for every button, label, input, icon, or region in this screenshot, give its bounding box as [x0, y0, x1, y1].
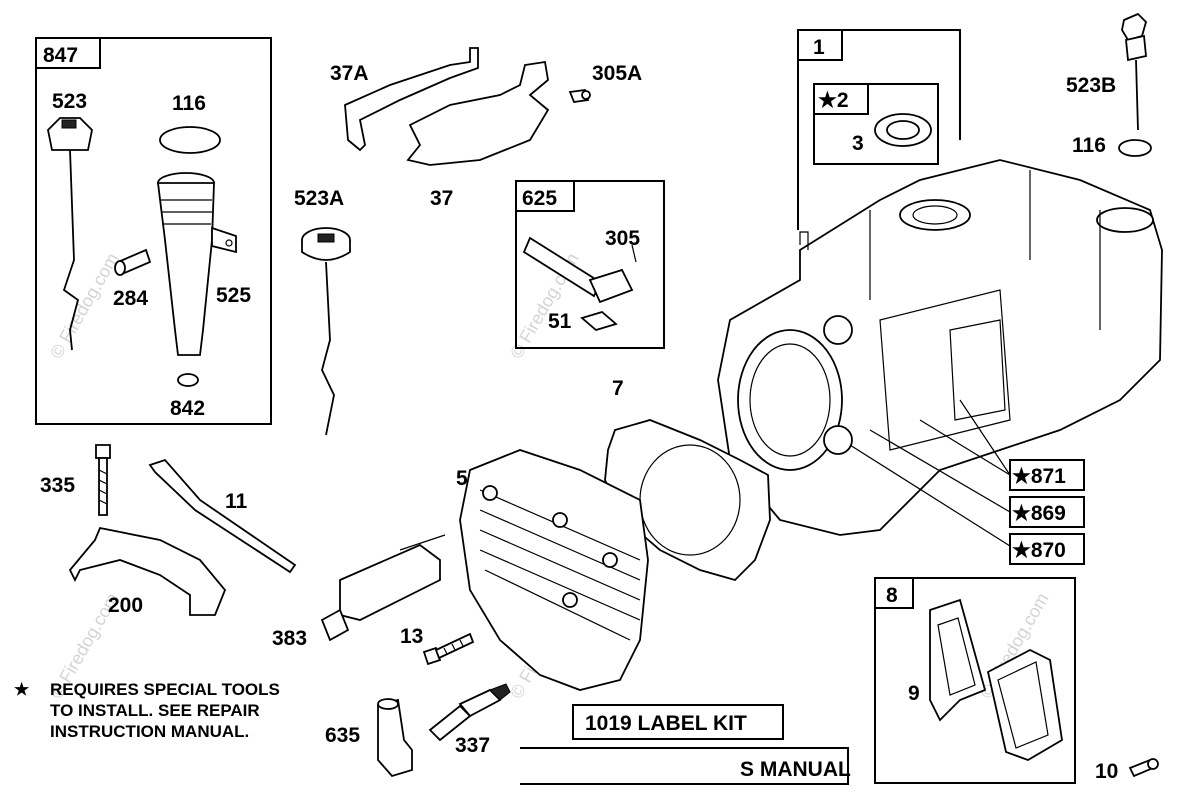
cylinder-head-5 — [459, 449, 649, 691]
part-label-871: ★871 — [1012, 465, 1066, 488]
part-label-625: 625 — [522, 187, 557, 210]
part-label-847: 847 — [43, 44, 78, 67]
kit-box-625-tag — [515, 180, 575, 212]
dipstick-523B — [1121, 12, 1148, 131]
note-line-3: INSTRUCTION MANUAL. — [50, 722, 249, 741]
kit-box-1-frame — [798, 29, 961, 140]
screw-10 — [1128, 758, 1159, 778]
gasket-51 — [580, 310, 618, 332]
kit-box-871 — [1009, 459, 1085, 491]
part-label-842: 842 — [170, 397, 205, 420]
cylinder-block — [717, 159, 1163, 536]
screw-284 — [114, 248, 152, 276]
dipstick-523 — [47, 117, 93, 351]
part-label-5: 5 — [456, 467, 468, 490]
bolt-335 — [95, 444, 111, 516]
o-ring-842 — [177, 373, 199, 387]
kit-box-869 — [1009, 496, 1085, 528]
part-label-200: 200 — [108, 594, 143, 617]
spark-plug-337 — [428, 683, 511, 742]
note-star: ★ — [14, 680, 30, 699]
kit-box-847-tag — [35, 37, 101, 69]
oil-seal-3 — [874, 113, 932, 147]
bolt-13 — [422, 632, 475, 666]
part-label-870: ★870 — [1012, 539, 1066, 562]
part-label-635: 635 — [325, 724, 360, 747]
part-label-10: 10 — [1095, 760, 1118, 783]
part-label-13: 13 — [400, 625, 423, 648]
kit-box-2 — [813, 83, 939, 165]
part-label-37: 37 — [430, 187, 453, 210]
kit-box-870 — [1009, 533, 1085, 565]
part-label-1: 1 — [813, 36, 825, 59]
kit-box-847 — [35, 37, 272, 425]
part-label-11: 11 — [225, 490, 248, 513]
part-label-7: 7 — [612, 377, 624, 400]
part-label-869: ★869 — [1012, 502, 1066, 525]
manual-obscured-area — [522, 752, 722, 782]
note-line-1: REQUIRES SPECIAL TOOLS — [50, 680, 280, 699]
spark-plug-boot-635 — [377, 698, 413, 778]
part-label-523B: 523B — [1066, 74, 1116, 97]
part-label-305A: 305A — [592, 62, 642, 85]
breather-cover-8 — [986, 648, 1063, 761]
manual-box — [520, 747, 849, 785]
air-guide-37A — [344, 47, 479, 152]
air-guide-37 — [406, 60, 550, 166]
part-label-383: 383 — [272, 627, 307, 650]
kit-box-1-tag — [797, 29, 843, 61]
kit-box-2-tag — [813, 83, 869, 115]
kit-box-8-tag — [874, 577, 914, 609]
o-ring-116 — [159, 126, 221, 154]
o-ring-116-b — [1118, 139, 1152, 157]
dipstick-523A — [301, 227, 351, 436]
kit-box-8 — [874, 577, 1076, 784]
link-11 — [148, 458, 297, 574]
part-label-335: 335 — [40, 474, 75, 497]
label-kit-text: 1019 LABEL KIT — [585, 712, 747, 735]
part-label-284: 284 — [113, 287, 148, 310]
head-gasket-7 — [604, 419, 771, 582]
part-label-3: 3 — [852, 132, 864, 155]
part-label-116-a: 116 — [172, 92, 206, 115]
part-label-2: ★2 — [818, 89, 849, 112]
part-label-116-b: 116 — [1072, 134, 1106, 157]
air-vane-200 — [68, 526, 227, 616]
part-label-51: 51 — [548, 310, 572, 333]
kit-box-625 — [515, 180, 665, 349]
part-label-525: 525 — [216, 284, 251, 307]
label-kit-box — [572, 704, 784, 740]
part-label-9: 9 — [908, 682, 920, 705]
part-label-337: 337 — [455, 734, 490, 757]
breather-tube-625 — [522, 236, 637, 304]
screw-305A — [568, 89, 591, 103]
breather-383 — [320, 534, 446, 642]
manual-text: S MANUAL — [740, 758, 851, 781]
watermark-1: © Firedog.com — [46, 250, 122, 362]
part-label-8: 8 — [886, 584, 898, 607]
dipstick-tube-525 — [156, 172, 237, 356]
part-label-523: 523 — [52, 90, 87, 113]
part-label-523A: 523A — [294, 187, 344, 210]
leader-lines — [849, 399, 1011, 547]
part-label-37A: 37A — [330, 62, 369, 85]
gasket-9 — [929, 598, 987, 722]
part-label-305: 305 — [605, 227, 640, 250]
note-line-2: TO INSTALL. SEE REPAIR — [50, 701, 260, 720]
